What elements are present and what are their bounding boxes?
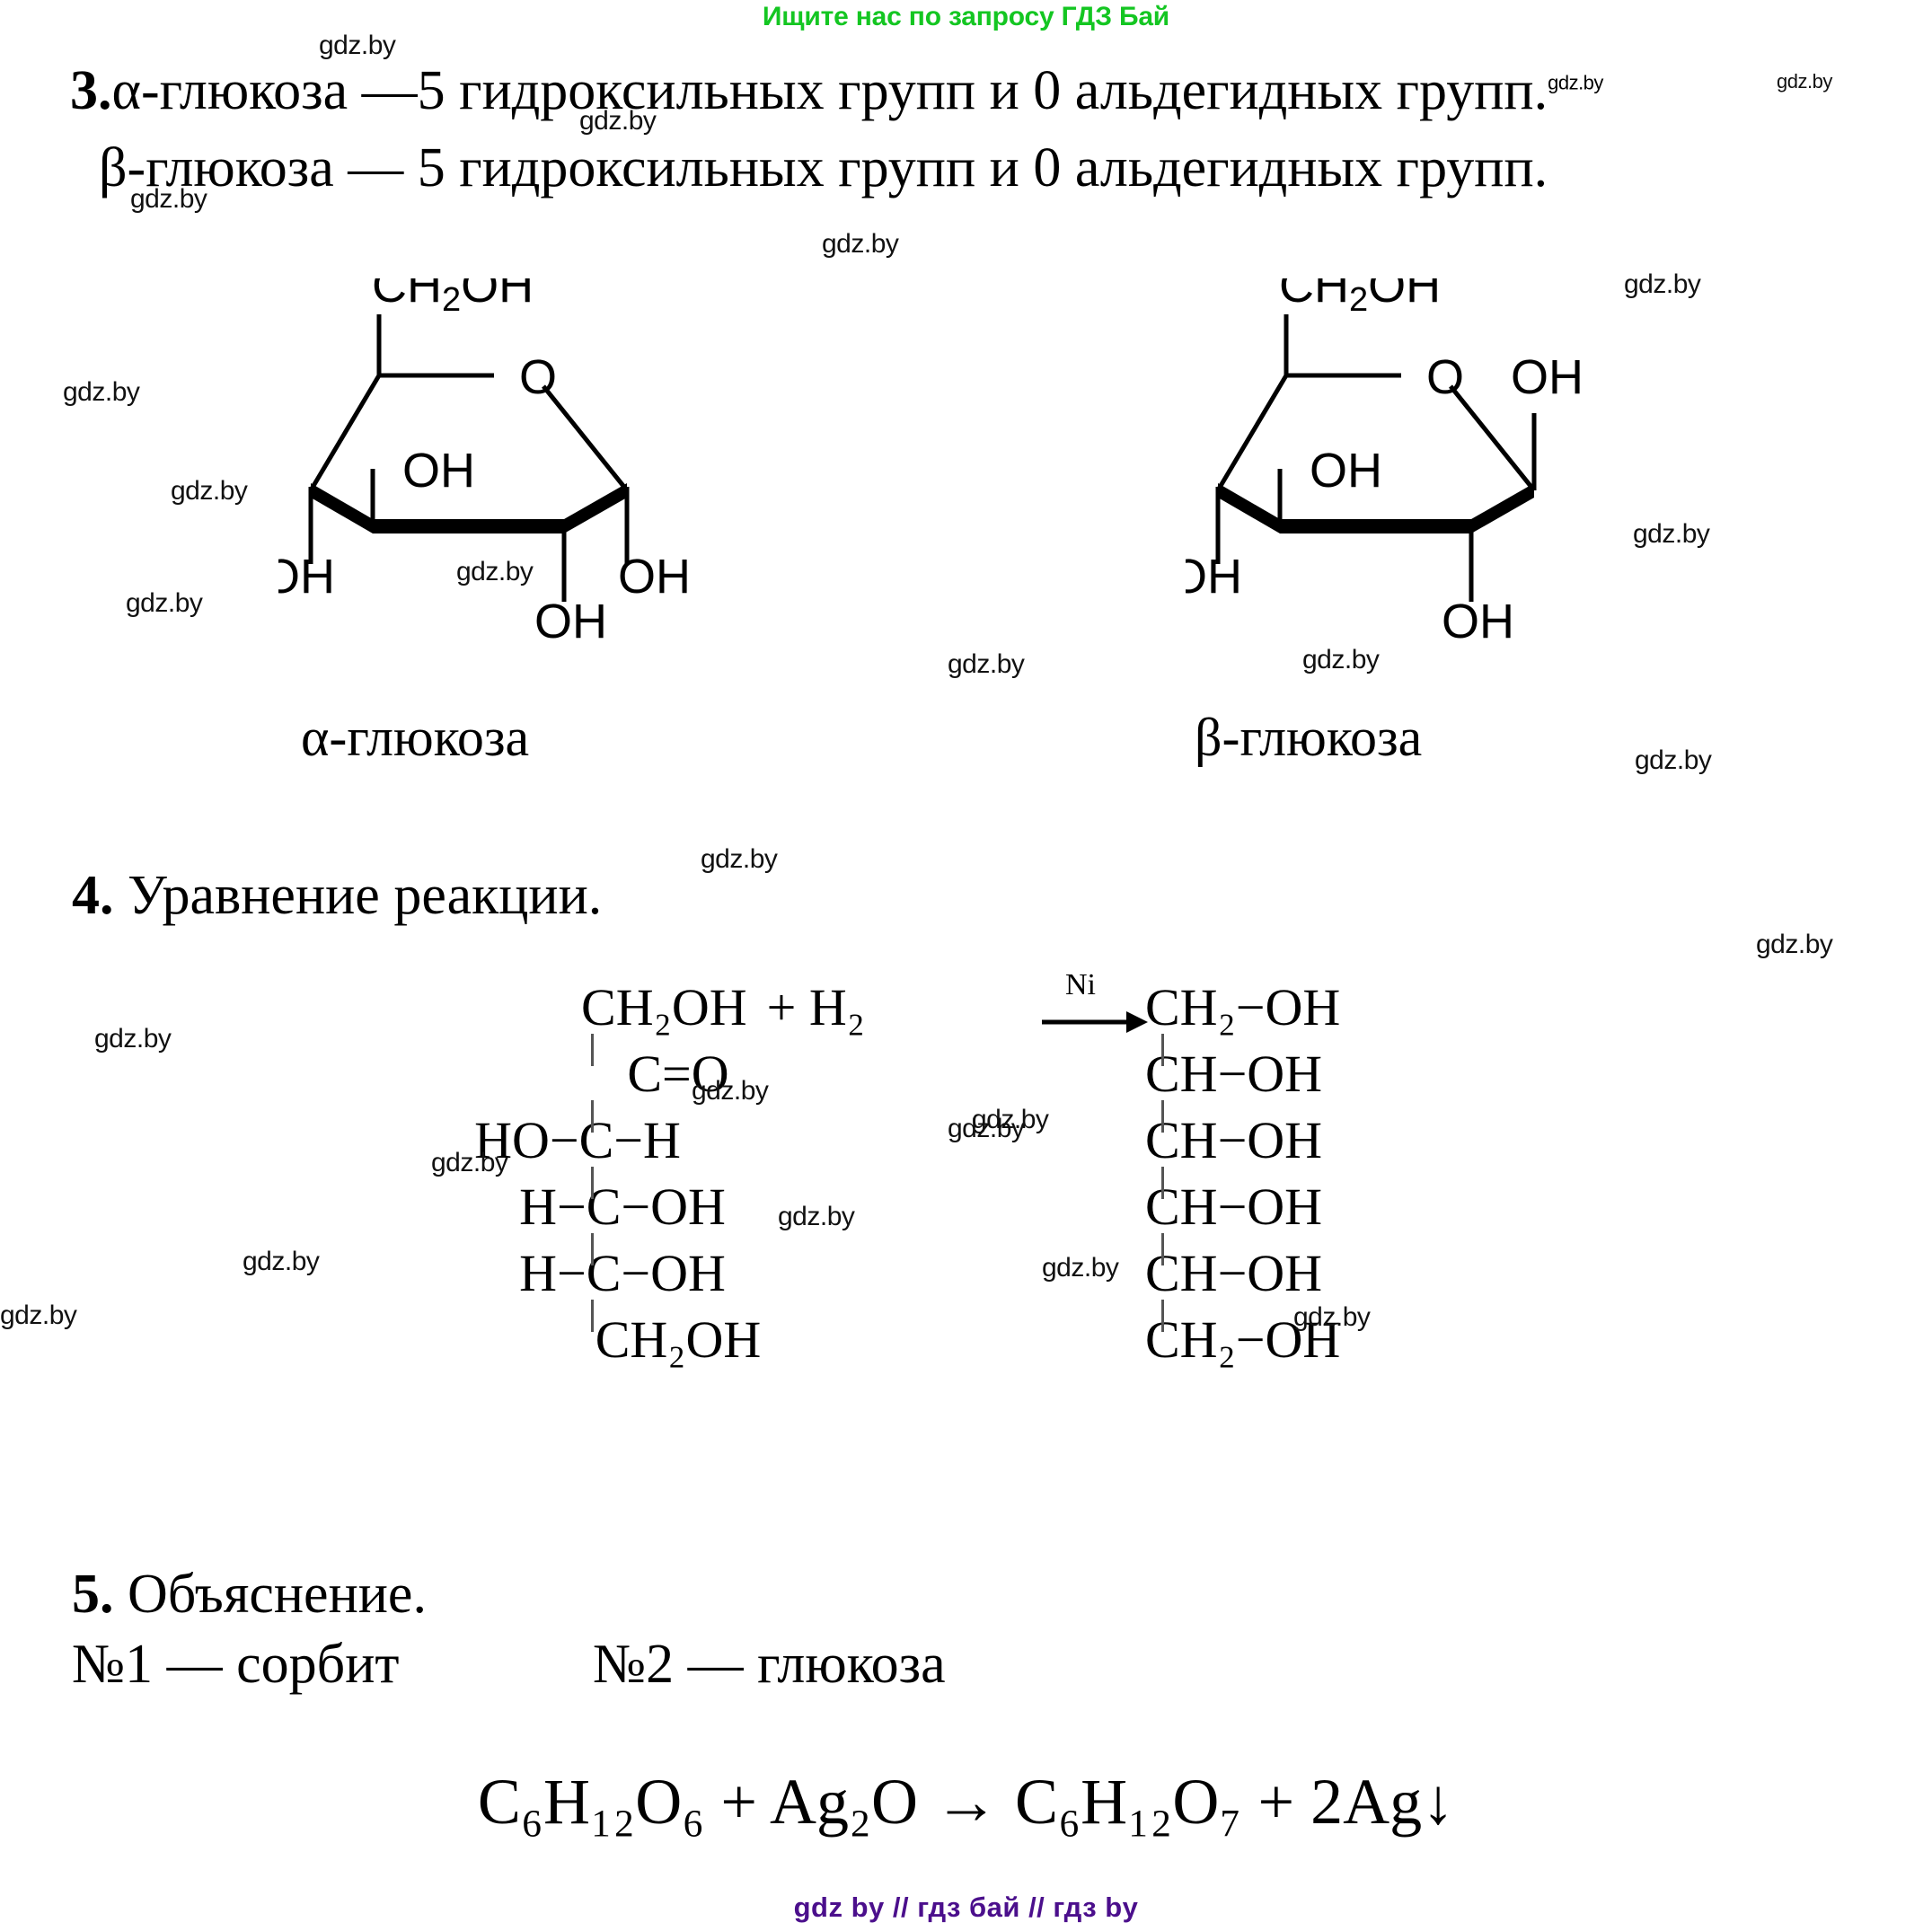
alpha-glucose-haworth-structure: CH2OH O OH OH OH OH (278, 278, 691, 648)
watermark-1: gdz.by (1777, 70, 1832, 93)
sf-left-reagent: + H₂ (766, 978, 865, 1036)
watermark-7: gdz.by (171, 476, 248, 506)
watermark-15: gdz.by (1756, 930, 1833, 959)
bond-l-2 (591, 1100, 594, 1133)
watermark-20: gdz.by (431, 1148, 508, 1177)
svg-text:OH: OH (618, 550, 691, 604)
watermark-12: gdz.by (948, 649, 1025, 679)
task5-item-1: №1 — сорбит (72, 1634, 400, 1695)
sf-right-label-3: CH−OH (1145, 1177, 1323, 1236)
sf-right-label-2: CH−OH (1145, 1111, 1323, 1169)
watermark-17: gdz.by (94, 1024, 172, 1054)
sf-right-label-5: CH₂−OH (1145, 1310, 1341, 1369)
sf-left-row-3: H−C−OH (519, 1174, 726, 1240)
watermark-0: gdz.by (319, 31, 396, 60)
watermark-3: gdz.by (579, 106, 657, 136)
watermark-21: gdz.by (778, 1202, 855, 1231)
sf-right-label-1: CH−OH (1145, 1045, 1323, 1103)
sf-right-row-2: CH−OH (1145, 1107, 1340, 1174)
bond-r-3 (1161, 1167, 1164, 1199)
svg-text:CH2OH: CH2OH (372, 278, 534, 319)
sf-left-row-5: CH₂OH (575, 1307, 781, 1373)
bond-l-5 (591, 1300, 594, 1332)
alpha-glucose-caption: α-глюкоза (301, 708, 530, 767)
svg-text:OH: OH (278, 550, 335, 604)
task4-title: Уравнение реакции. (128, 865, 603, 926)
task5-item-2: №2 — глюкоза (593, 1634, 946, 1695)
watermark-14: gdz.by (701, 844, 778, 874)
reaction-arrow-group: Ni (1040, 968, 1148, 1053)
bond-l-4 (591, 1233, 594, 1265)
svg-text:OH: OH (1310, 444, 1382, 498)
bond-l-3 (591, 1167, 594, 1199)
watermark-16: gdz.by (972, 1105, 1049, 1134)
site-footer: gdz by // гдз бай // гдз by (793, 1891, 1139, 1923)
svg-text:O: O (519, 350, 557, 404)
watermark-24: gdz.by (0, 1301, 77, 1330)
watermark-22: gdz.by (243, 1247, 320, 1276)
task3-number: 3. (70, 60, 112, 121)
catalyst-label: Ni (1065, 968, 1096, 1001)
svg-text:OH: OH (534, 595, 607, 648)
svg-text:CH2OH: CH2OH (1279, 278, 1441, 319)
watermark-4: gdz.by (822, 229, 899, 259)
bond-l-1 (591, 1034, 594, 1066)
watermark-9: gdz.by (1633, 519, 1710, 549)
sf-right-row-5: CH₂−OH (1145, 1307, 1340, 1373)
watermark-2: gdz.by (130, 184, 207, 214)
sf-left-row-4: H−C−OH (519, 1240, 726, 1307)
watermark-sup: gdz.by (1548, 71, 1603, 94)
bond-r-5 (1161, 1300, 1164, 1332)
task4-number: 4. (72, 865, 114, 926)
svg-text:OH: OH (402, 444, 475, 498)
sf-right-row-1: CH−OH (1145, 1041, 1340, 1107)
task5-heading: 5. Объяснение. (72, 1563, 427, 1627)
silver-mirror-equation: C₆H₁₂O₆ + Ag₂O → C₆H₁₂O₇ + 2Ag↓ (477, 1766, 1455, 1838)
watermark-13: gdz.by (1635, 745, 1712, 775)
task5-title: Объяснение. (128, 1564, 427, 1625)
sf-left-row-1: C=O (575, 1041, 781, 1107)
sf-left-label-4: H−C−OH (519, 1244, 726, 1302)
bond-r-2 (1161, 1100, 1164, 1133)
svg-text:O: O (1426, 350, 1464, 404)
task3-line-beta: β-глюкоза — 5 гидроксильных групп и 0 ал… (99, 137, 1548, 198)
bond-r-1 (1161, 1034, 1164, 1066)
watermark-23: gdz.by (1042, 1253, 1119, 1283)
sf-right-row-3: CH−OH (1145, 1174, 1340, 1240)
sf-left-label-0: CH₂OH (581, 978, 747, 1036)
sf-right-label-4: CH−OH (1145, 1244, 1323, 1302)
sf-left-row-0: CH₂OH + H₂ (575, 974, 871, 1041)
task3-line1-text: α-глюкоза —5 гидроксильных групп и 0 аль… (111, 60, 1548, 121)
watermark-25: gdz.by (1293, 1302, 1371, 1332)
svg-text:OH: OH (1186, 550, 1242, 604)
glucose-open-chain-formula: CH₂OH + H₂ C=O HO−C−H H−C−OH H−C−OH CH₂OH (474, 974, 871, 1373)
watermark-5: gdz.by (1624, 269, 1701, 299)
watermark-18: gdz.by (692, 1076, 769, 1106)
arrow-icon (1042, 1011, 1148, 1033)
sf-right-row-0: CH₂−OH (1145, 974, 1340, 1041)
task3-line-alpha: 3.α-глюкоза —5 гидроксильных групп и 0 а… (70, 59, 1603, 123)
beta-glucose-caption: β-глюкоза (1195, 708, 1423, 767)
sf-left-row-2: HO−C−H (474, 1107, 681, 1174)
sf-right-label-0: CH₂−OH (1145, 978, 1341, 1036)
watermark-11: gdz.by (1302, 645, 1380, 675)
sf-left-label-3: H−C−OH (519, 1177, 726, 1236)
watermark-8: gdz.by (456, 557, 534, 586)
watermark-19: gdz.by (948, 1114, 1025, 1143)
task5-number: 5. (72, 1564, 114, 1625)
sf-right-row-4: CH−OH (1145, 1240, 1340, 1307)
svg-text:OH: OH (1442, 595, 1514, 648)
beta-glucose-haworth-structure: CH2OH O OH OH OH OH (1186, 278, 1584, 648)
sf-left-label-2: HO−C−H (474, 1111, 681, 1169)
svg-text:OH: OH (1511, 350, 1584, 404)
task4-heading: 4. Уравнение реакции. (72, 864, 602, 928)
sorbitol-formula: CH₂−OH CH−OH CH−OH CH−OH CH−OH CH₂−OH (1145, 974, 1340, 1373)
watermark-10: gdz.by (126, 588, 203, 618)
sf-left-label-1: C=O (627, 1045, 729, 1103)
site-promo-header: Ищите нас по запросу ГДЗ Бай (762, 2, 1170, 31)
watermark-6: gdz.by (63, 377, 140, 407)
sf-left-label-5: CH₂OH (595, 1310, 762, 1369)
bond-r-4 (1161, 1233, 1164, 1265)
